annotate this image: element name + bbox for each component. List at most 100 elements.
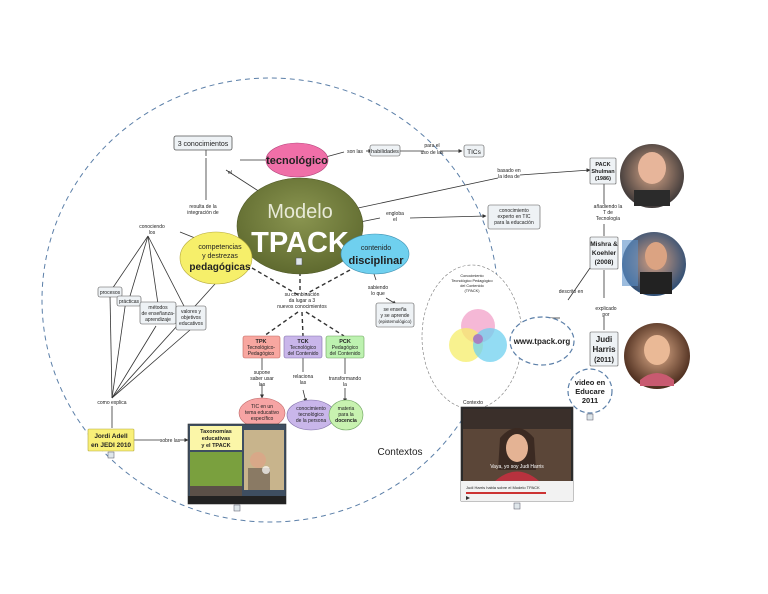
label-como-explica: como explica [97,400,126,406]
svg-text:Tecnológico-: Tecnológico- [247,345,275,351]
label-sobre-las: sobre las [160,438,181,444]
svg-text:objetivos: objetivos [181,315,201,321]
node-tpk[interactable]: TPK Tecnológico- Pedagógico [242,335,281,359]
node-pck[interactable]: PCK Pedagógico del Contenido [325,335,365,359]
connector-lines [109,145,605,442]
node-jordi-adell[interactable]: Jordi Adell en JEDI 2010 [87,428,135,459]
node-3-conocimientos[interactable]: 3 conocimientos [173,135,233,151]
contextos-label: Contextos [377,447,422,458]
video-title: Judi Harris habla sobre el Modelo TPACK [466,485,540,490]
node-pack-shulman[interactable]: PACK Shulman (1986) [589,157,617,185]
document-icon[interactable] [107,451,115,459]
video-player-harris[interactable]: Vaya, yo soy Judi Harris Judi Harris hab… [460,406,574,510]
video-play-icon[interactable] [262,466,270,474]
svg-text:del Contenido: del Contenido [288,351,319,357]
svg-text:se enseña: se enseña [383,307,406,313]
label-combinacion-3: nuevos conocimientos [277,304,327,310]
svg-text:y el TPACK: y el TPACK [201,443,230,449]
label-engloba-2: el [393,217,397,223]
node-procesos[interactable]: procesos [97,286,123,298]
svg-text:disciplinar: disciplinar [348,255,404,267]
label-supone-2: saber usar [250,376,274,382]
node-tics[interactable]: TICs [463,144,485,158]
label-transformando: transformando [329,376,361,382]
label-anadiendo: añadiendo la [594,204,623,210]
svg-text:Tecnológico Pedagógico: Tecnológico Pedagógico [451,279,492,283]
svg-text:y se aprende: y se aprende [381,313,410,319]
document-icon[interactable] [513,502,521,510]
label-sabiendo-2: lo que [371,291,385,297]
svg-text:conocimiento: conocimiento [296,406,326,412]
label-el: el [228,170,232,176]
label-anadiendo-3: Tecnología [596,216,620,222]
node-conocimiento-tecnologico[interactable]: conocimiento tecnológico de la persona [286,399,336,431]
svg-text:3 conocimientos: 3 conocimientos [178,141,229,148]
svg-text:(TPACK): (TPACK) [465,289,481,293]
label-conociendo-2: los [149,230,156,236]
svg-text:www.tpack.org: www.tpack.org [513,337,571,346]
svg-text:Koehler: Koehler [592,250,617,257]
tpack-label: TPACK [251,227,349,259]
svg-text:2011: 2011 [582,396,598,405]
node-judi-harris[interactable]: Judi Harris (2011) [589,331,619,367]
label-resulta: resulta de la [189,204,216,210]
photo-shulman[interactable] [620,144,684,208]
svg-text:TPK: TPK [256,339,267,345]
node-practicas[interactable]: prácticas [116,295,142,307]
svg-text:métodos: métodos [148,305,168,311]
svg-text:TIC en un: TIC en un [251,404,273,410]
svg-text:Judi: Judi [596,335,612,344]
svg-text:Harris: Harris [592,345,616,354]
node-conocimiento-experto[interactable]: conocimiento experto en TIC para la educ… [487,204,541,230]
document-icon[interactable] [586,413,594,421]
photo-harris[interactable] [624,323,690,389]
video-play-icon[interactable] [466,496,470,500]
svg-text:pedagógicas: pedagógicas [189,262,251,273]
svg-text:Mishra &: Mishra & [590,241,618,248]
node-contenido-disciplinar[interactable]: contenido disciplinar [340,233,410,275]
label-explicado-2: por [602,312,610,318]
video-thumbnail-taxonomias[interactable]: Taxonomías educativas y el TPACK [187,423,287,512]
label-basado-en-2: la idea de [498,174,520,180]
label-descrito-en: descrito en [559,289,584,295]
svg-text:(1986): (1986) [595,176,611,182]
svg-text:video en: video en [575,378,606,387]
label-para-el: para el [424,143,439,149]
document-icon[interactable] [233,504,241,512]
svg-text:(epistemológico): (epistemológico) [378,319,412,324]
node-www-tpack[interactable]: www.tpack.org [509,316,575,366]
label-supone: supone [254,370,271,376]
node-tecnologico[interactable]: tecnológico [265,142,329,178]
label-son-las: son las [347,149,363,155]
node-tic-tema[interactable]: TIC en un tema educativo específico [238,397,286,429]
node-valores[interactable]: valores y objetivos educativos [175,305,207,331]
node-habilidades[interactable]: habilidades [369,144,401,157]
svg-text:del Contenido: del Contenido [460,284,483,288]
svg-text:de enseñanza-: de enseñanza- [141,311,174,317]
venn-diagram-image[interactable]: Conocimiento Tecnológico Pedagógico del … [421,264,523,410]
svg-text:Pedagógico: Pedagógico [248,351,275,357]
video-caption: Vaya, yo soy Judi Harris [490,464,544,470]
node-competencias[interactable]: competencias y destrezas pedagógicas [179,231,253,285]
svg-text:específico: específico [251,416,274,422]
svg-text:y destrezas: y destrezas [202,253,238,260]
node-metodos[interactable]: métodos de enseñanza- aprendizaje [139,301,177,325]
label-sabiendo: sabiendo [368,285,389,291]
node-se-ensena[interactable]: se enseña y se aprende (epistemológico) [375,302,415,328]
svg-text:Tecnológico: Tecnológico [290,345,317,351]
label-explicado: explicado [595,306,616,312]
svg-text:materia: materia [338,406,355,412]
node-video-educare[interactable]: video en Educare 2011 [567,368,613,421]
node-mishra-koehler[interactable]: Mishra & Koehler (2008) [589,236,619,270]
node-modelo-tpack[interactable]: Modelo TPACK [236,177,364,275]
label-transformando-2: la [343,382,347,388]
svg-text:Pedagógico: Pedagógico [332,345,359,351]
svg-text:Educare: Educare [575,387,605,396]
photo-mishra[interactable] [622,232,686,296]
document-icon[interactable] [295,257,303,266]
node-materia[interactable]: materia para la docencia [328,399,364,431]
node-tck[interactable]: TCK Tecnológico del Contenido [283,335,323,359]
svg-text:tema educativo: tema educativo [245,410,279,416]
svg-text:en JEDI 2010: en JEDI 2010 [91,442,131,449]
label-supone-3: las [259,382,266,388]
